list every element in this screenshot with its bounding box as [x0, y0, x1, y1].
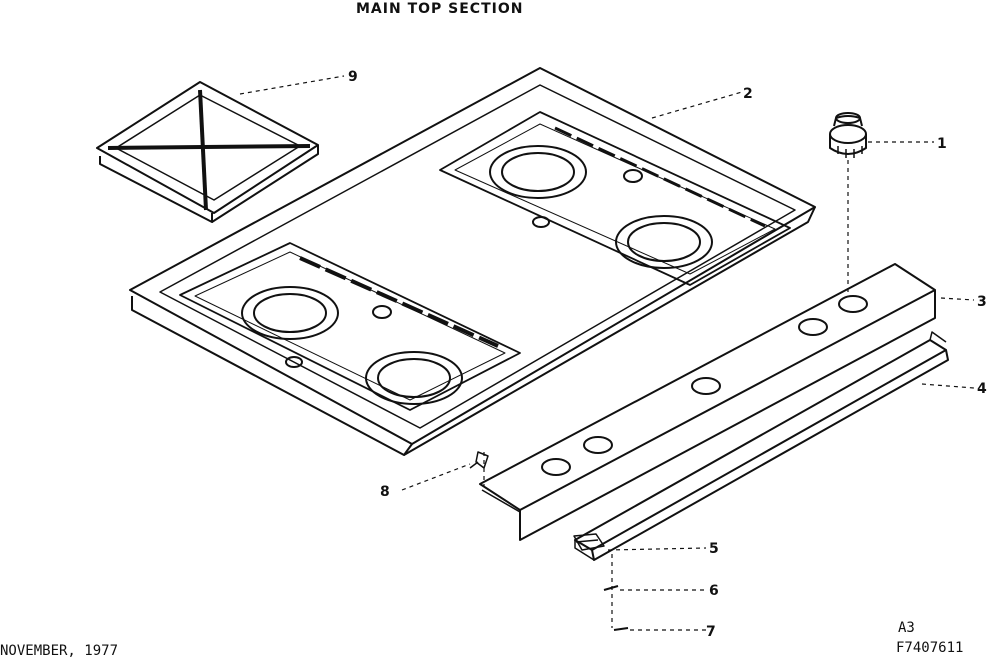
- callout-2: 2: [743, 86, 753, 102]
- callout-3: 3: [977, 294, 987, 310]
- callout-9: 9: [348, 69, 358, 85]
- screw: [469, 451, 489, 469]
- callout-8: 8: [380, 484, 390, 500]
- control-knob: [829, 112, 867, 158]
- date-stamp: NOVEMBER, 1977: [0, 643, 119, 659]
- hardware-screw: [603, 585, 629, 631]
- callout-5: 5: [709, 541, 719, 557]
- hardware-clip: [573, 533, 605, 551]
- diagram-part-number: F7407611: [896, 640, 964, 656]
- callout-1: 1: [937, 136, 947, 152]
- main-top: [129, 67, 816, 456]
- diagram-title: MAIN TOP SECTION: [356, 1, 524, 17]
- leader-lines: [239, 75, 975, 631]
- burner-grate: [96, 81, 319, 223]
- support-rail: [574, 331, 949, 561]
- callout-6: 6: [709, 583, 719, 599]
- manifold-panel: [479, 263, 936, 541]
- callout-7: 7: [706, 624, 716, 640]
- callout-4: 4: [977, 381, 987, 397]
- sheet-id: A3: [898, 620, 915, 636]
